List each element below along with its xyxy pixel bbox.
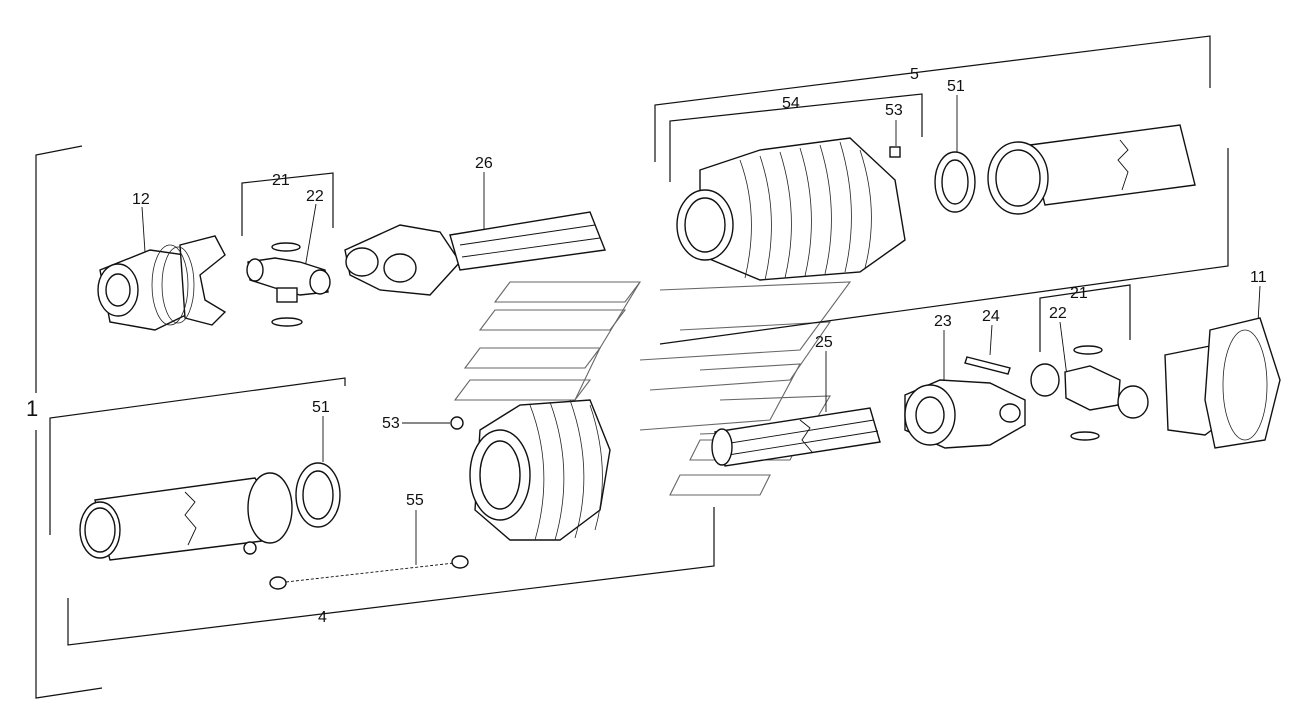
callout-22-right: 22 (1049, 305, 1067, 322)
callout-4: 4 (318, 609, 327, 626)
callout-51-upper: 51 (947, 78, 965, 95)
callout-24: 24 (982, 308, 1000, 325)
bearing-ring-51-lower: 51 (295, 399, 341, 528)
pin-24: 24 (964, 308, 1011, 375)
callout-25: 25 (815, 334, 833, 351)
callout-21-left: 21 (272, 172, 290, 189)
assembly-bracket: 1 (26, 145, 103, 699)
callout-11: 11 (1250, 269, 1267, 286)
callout-51-lower: 51 (312, 399, 330, 416)
callout-53-upper: 53 (885, 102, 903, 119)
callout-5: 5 (910, 66, 919, 83)
cross-kit-right: 21 22 (1030, 284, 1149, 441)
yoke-11: 11 (1164, 269, 1281, 449)
cross-kit-left: 21 22 (241, 172, 334, 327)
screw-53-upper: 53 (885, 102, 903, 158)
guard-cone-54 (676, 137, 906, 281)
callout-23: 23 (934, 313, 952, 330)
callout-26: 26 (475, 155, 493, 172)
callout-1: 1 (26, 396, 38, 421)
group-bracket-4: 4 (49, 377, 715, 646)
watermark-logo (453, 281, 852, 496)
callout-22-left: 22 (306, 188, 324, 205)
callout-53-lower: 53 (382, 415, 400, 432)
group-bracket-5: 5 (654, 35, 1229, 345)
bearing-ring-51-upper: 51 (934, 78, 976, 213)
group-bracket-54: 54 (669, 93, 923, 182)
inner-yoke-23: 23 (904, 313, 1026, 449)
guard-cone-lower (469, 399, 611, 541)
inner-tube-26: 26 (344, 155, 606, 296)
callout-55: 55 (406, 492, 424, 509)
callout-12: 12 (132, 191, 150, 208)
yoke-12: 12 (97, 191, 227, 331)
screw-53-lower: 53 (382, 415, 464, 432)
chain-55: 55 (269, 492, 469, 590)
callout-21-right: 21 (1070, 285, 1088, 302)
outer-tube-upper (987, 124, 1196, 215)
outer-tube-lower (79, 472, 293, 561)
callout-54: 54 (782, 95, 800, 112)
profile-tube-25: 25 (711, 334, 881, 467)
